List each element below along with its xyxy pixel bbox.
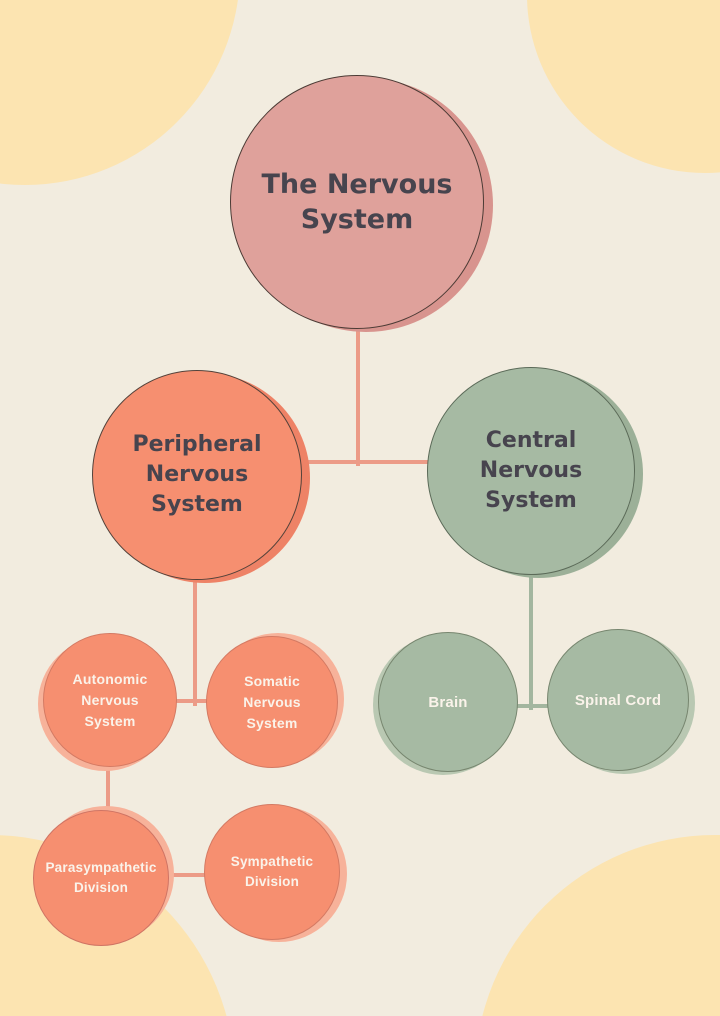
- background-blob-top-right: [527, 0, 720, 173]
- node-sympathetic-label: Sympathetic Division: [230, 854, 314, 889]
- node-parasympathetic-division: Parasympathetic Division: [33, 810, 169, 946]
- connector-root-to-children: [356, 328, 360, 466]
- background-blob-bottom-right: [475, 835, 720, 1016]
- node-somatic-nervous-system: Somatic Nervous System: [206, 636, 338, 768]
- node-peripheral-label: Peripheral Nervous System: [132, 432, 262, 517]
- connector-parasympathetic-sympathetic: [160, 873, 210, 877]
- node-autonomic-label: Autonomic Nervous System: [72, 670, 148, 729]
- node-brain: Brain: [378, 632, 518, 772]
- node-sympathetic-division: Sympathetic Division: [204, 804, 340, 940]
- node-spinal-cord: Spinal Cord: [547, 629, 689, 771]
- node-somatic-label: Somatic Nervous System: [243, 672, 301, 731]
- connector-peripheral-central: [298, 460, 432, 464]
- connector-autonomic-somatic: [170, 699, 214, 703]
- node-the-nervous-system: The Nervous System: [230, 75, 484, 329]
- connector-peripheral-to-children: [193, 572, 197, 706]
- node-parasympathetic-label: Parasympathetic Division: [45, 860, 157, 895]
- node-central-label: Central Nervous System: [479, 428, 583, 513]
- node-spinal-cord-label: Spinal Cord: [574, 691, 662, 709]
- node-central-nervous-system: Central Nervous System: [427, 367, 635, 575]
- node-brain-label: Brain: [428, 693, 468, 711]
- node-autonomic-nervous-system: Autonomic Nervous System: [43, 633, 177, 767]
- connector-central-to-children: [529, 568, 533, 710]
- connector-autonomic-to-parasympathetic: [106, 764, 110, 812]
- node-peripheral-nervous-system: Peripheral Nervous System: [92, 370, 302, 580]
- node-the-nervous-system-label: The Nervous System: [261, 168, 453, 235]
- background-blob-top-left: [0, 0, 240, 185]
- connector-brain-spinal: [510, 704, 554, 708]
